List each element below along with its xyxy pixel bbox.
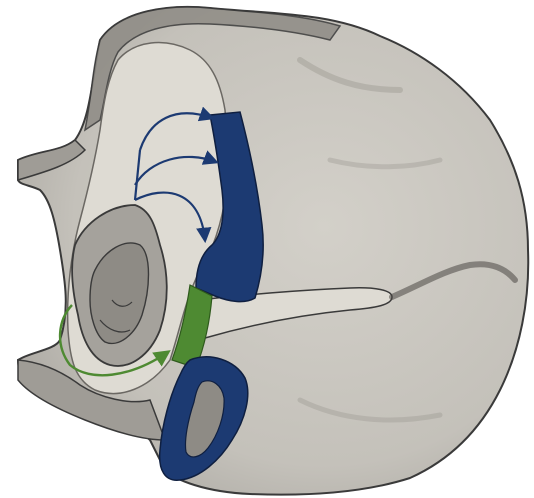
diagram-stage bbox=[0, 0, 534, 498]
anatomy-diagram bbox=[0, 0, 534, 498]
